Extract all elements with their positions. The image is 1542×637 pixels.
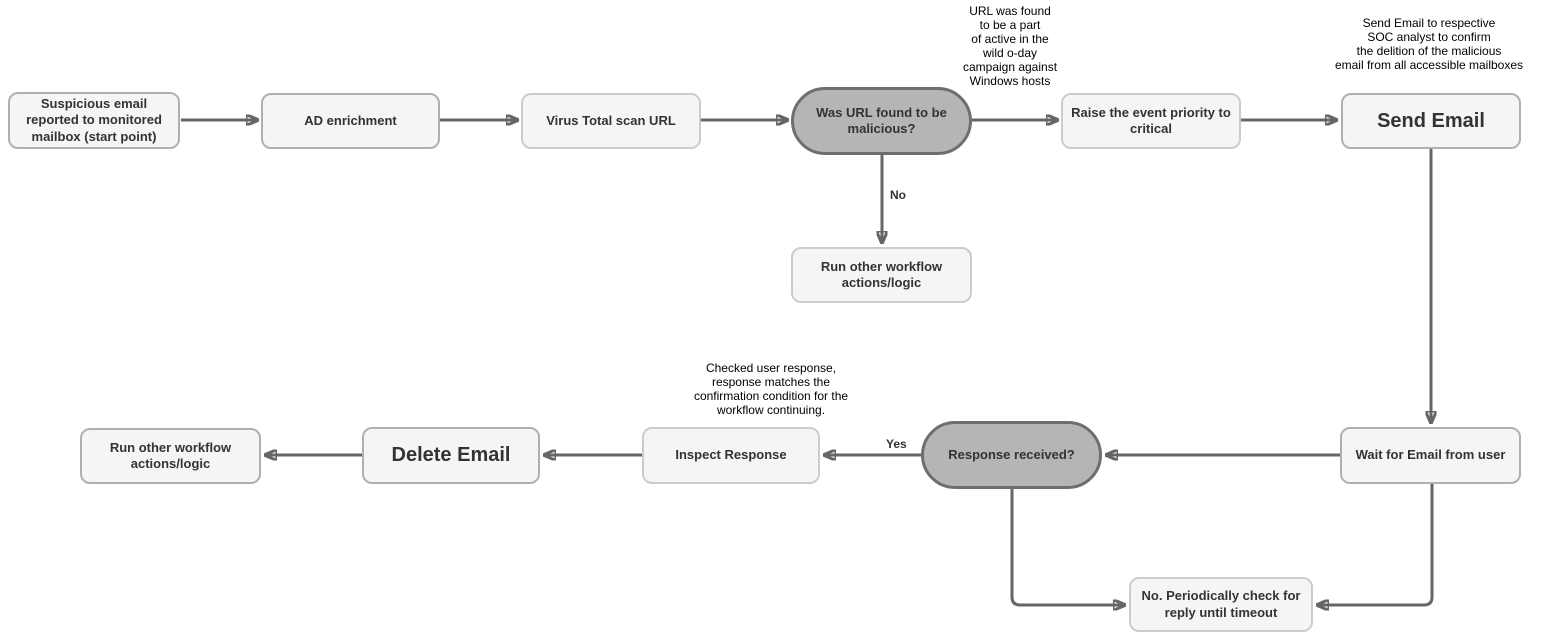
node-delete-email: Delete Email [362,427,540,484]
node-run-other-workflow-bottom-label: Run other workflow actions/logic [109,439,232,471]
node-start-label: Suspicious email reported to monitored m… [26,96,162,144]
edge-label-yes: Yes [884,437,909,451]
node-send-email: Send Email [1341,93,1521,149]
node-delete-email-label: Delete Email [391,444,511,466]
node-run-other-workflow-top-label: Run other workflow actions/logic [820,258,943,290]
node-inspect-response: Inspect Response [642,427,820,484]
node-virus-total-scan: Virus Total scan URL [521,93,701,149]
node-raise-priority-label: Raise the event priority to critical [1071,104,1231,136]
node-start: Suspicious email reported to monitored m… [8,92,180,149]
node-periodic-check: No. Periodically check for reply until t… [1129,577,1313,632]
node-decision-response-received: Response received? [921,421,1102,489]
node-decision-url-malicious-label: Was URL found to be malicious? [816,104,947,136]
node-raise-priority: Raise the event priority to critical [1061,93,1241,149]
node-virus-total-scan-label: Virus Total scan URL [546,112,676,128]
node-wait-for-email-label: Wait for Email from user [1355,447,1506,463]
node-send-email-label: Send Email [1377,109,1485,132]
node-decision-response-received-label: Response received? [948,446,1075,462]
node-decision-url-malicious: Was URL found to be malicious? [791,87,972,155]
edge-decision2-to-periodic [1010,489,1125,605]
node-ad-enrichment-label: AD enrichment [304,112,397,128]
node-wait-for-email: Wait for Email from user [1340,427,1521,484]
node-run-other-workflow-top: Run other workflow actions/logic [791,247,972,303]
node-inspect-response-label: Inspect Response [675,447,787,463]
node-periodic-check-label: No. Periodically check for reply until t… [1141,588,1301,620]
annotation-url-campaign: URL was found to be a part of active in … [962,4,1058,88]
node-ad-enrichment: AD enrichment [261,93,440,149]
edge-label-no: No [888,188,908,202]
edge-wait-to-periodic [1317,484,1434,605]
node-run-other-workflow-bottom: Run other workflow actions/logic [80,428,261,484]
annotation-send-email: Send Email to respective SOC analyst to … [1334,16,1524,72]
annotation-checked-response: Checked user response, response matches … [693,361,849,417]
